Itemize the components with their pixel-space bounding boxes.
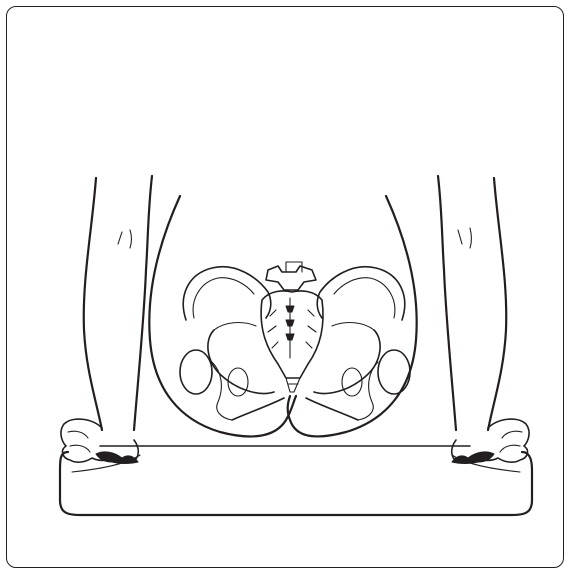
- right-hand: [452, 419, 529, 463]
- buttocks-outline: [149, 196, 416, 436]
- left-leg: [84, 176, 152, 430]
- right-leg: [438, 176, 506, 430]
- left-hand: [61, 419, 138, 463]
- sacrum: [261, 262, 323, 392]
